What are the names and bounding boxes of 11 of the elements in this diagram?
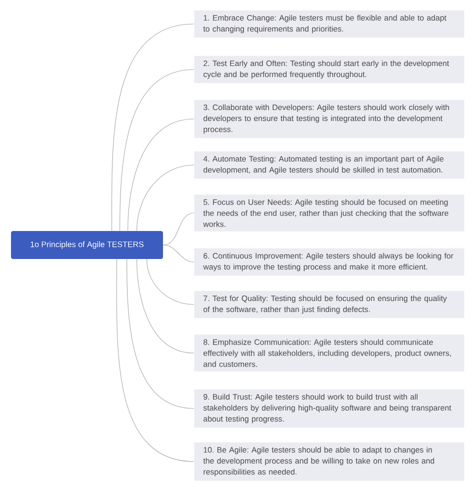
connector-curve [162,244,194,262]
connector-curve [116,258,194,462]
connector-curve [120,69,194,232]
topic-box: 1o Principles of Agile TESTERS [11,231,163,259]
connector-curve [128,118,194,232]
connector-curve [136,258,194,354]
connector-curve [111,24,194,232]
connector-curve [146,258,194,305]
connector-curve [162,212,194,246]
connector-curve [126,258,194,409]
connector-curve [136,164,194,232]
